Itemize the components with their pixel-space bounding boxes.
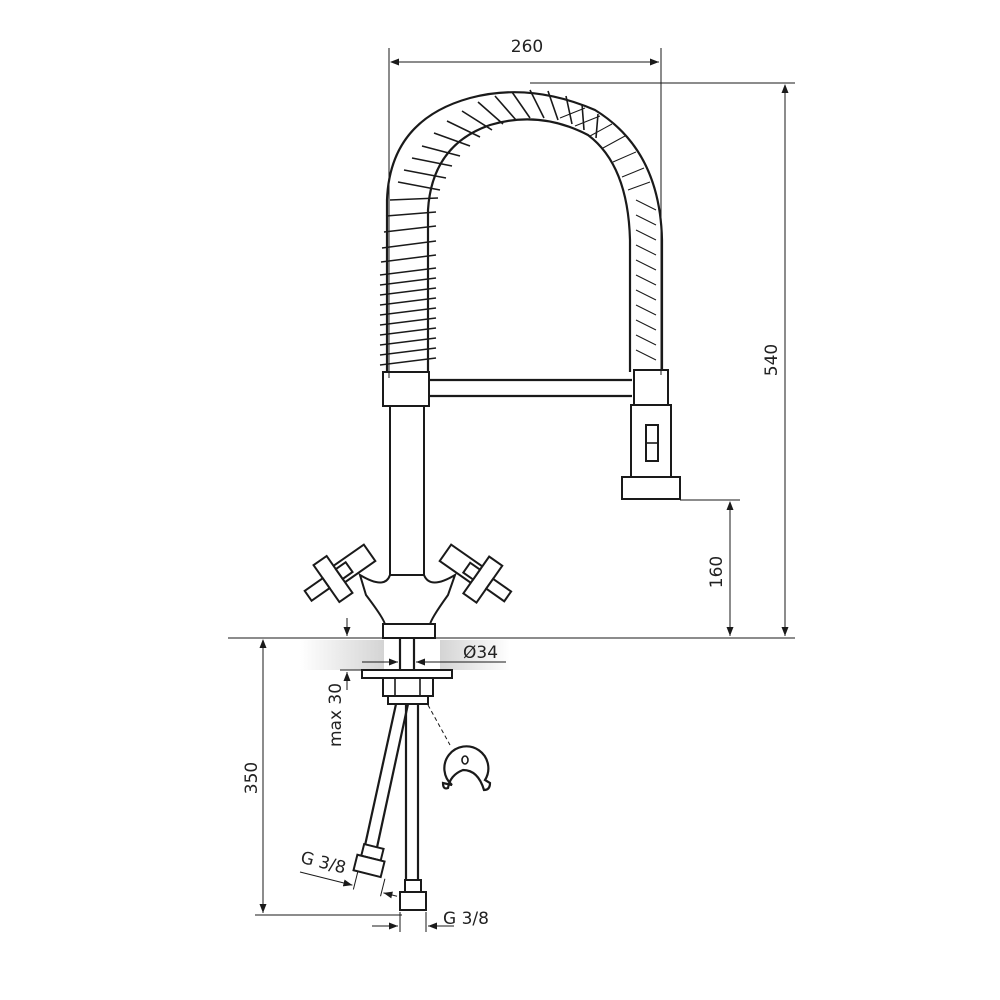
dim-hole-diameter-label: Ø34 xyxy=(463,643,498,663)
mixer-body xyxy=(303,543,513,639)
dim-height-label: 540 xyxy=(762,344,782,376)
dim-thread-bottom-label: G 3/8 xyxy=(443,909,489,929)
dim-below-counter-label: 350 xyxy=(242,762,262,794)
dim-width-label: 260 xyxy=(511,37,543,57)
dimension-lines xyxy=(255,48,795,932)
dim-spout-label: 160 xyxy=(707,556,727,588)
left-handle xyxy=(303,543,377,604)
mounting-assembly xyxy=(352,638,453,911)
dim-max-thickness-label: max 30 xyxy=(326,683,346,747)
body-tube xyxy=(382,371,632,581)
washer-icon xyxy=(441,745,492,792)
right-handle xyxy=(438,543,513,604)
spray-head xyxy=(621,369,681,500)
spring-hose xyxy=(379,89,664,378)
counter-top xyxy=(228,637,795,670)
